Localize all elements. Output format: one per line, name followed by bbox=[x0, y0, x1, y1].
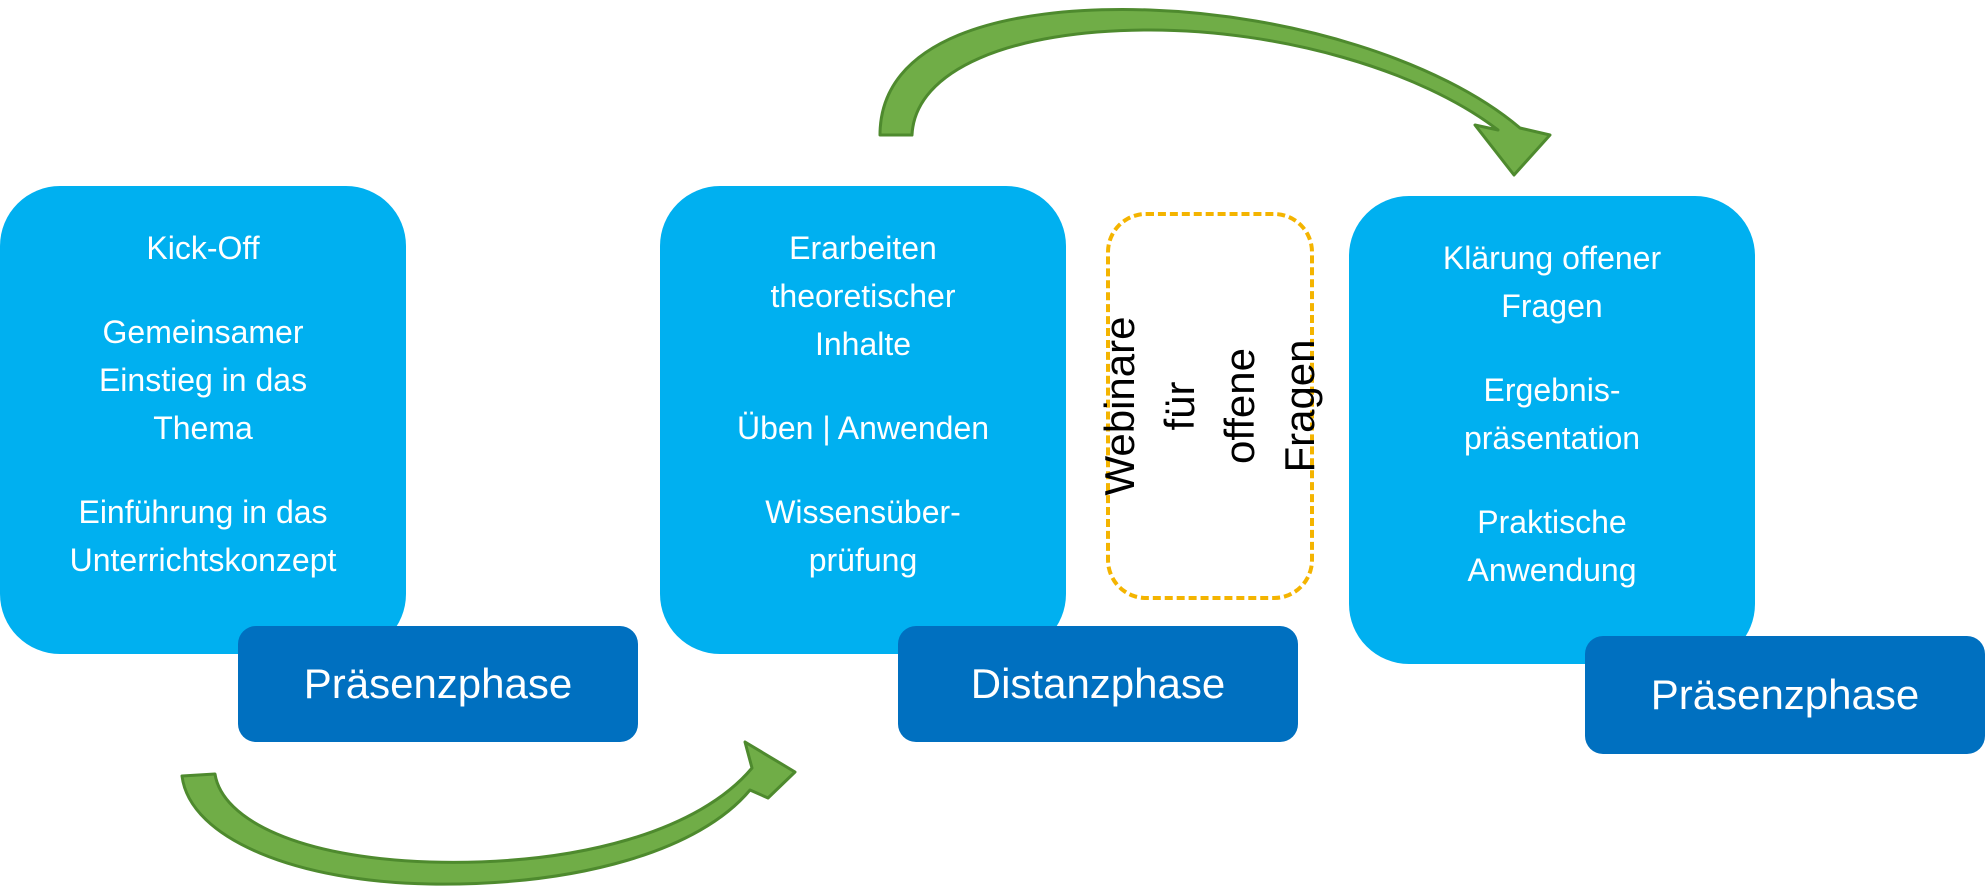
card-item: Klärung offener Fragen bbox=[1442, 240, 1662, 324]
card-item: Erarbeiten theoretischer Inhalte bbox=[770, 230, 956, 362]
content-card-praesenz-1: Kick-Off Gemeinsamer Einstieg in das The… bbox=[0, 186, 406, 654]
card-item: Praktische Anwendung bbox=[1467, 504, 1637, 588]
card-item: Wissensüber- prüfung bbox=[765, 494, 961, 578]
card-item: Einführung in das Unterrichtskonzept bbox=[69, 494, 337, 578]
card-item: Üben | Anwenden bbox=[736, 410, 990, 446]
card-item: Ergebnis- präsentation bbox=[1463, 372, 1641, 456]
phase-label-1: Präsenzphase bbox=[238, 626, 638, 742]
phase-label-2: Distanzphase bbox=[898, 626, 1298, 742]
content-card-praesenz-2: Klärung offener Fragen Ergebnis- präsent… bbox=[1349, 196, 1755, 664]
arrow-top bbox=[878, 8, 1552, 177]
webinar-dashed-box bbox=[1106, 212, 1314, 600]
phase-label-3: Präsenzphase bbox=[1585, 636, 1985, 754]
card-item: Gemeinsamer Einstieg in das Thema bbox=[98, 314, 308, 446]
webinar-label: Webinare für offene Fragen bbox=[1096, 316, 1323, 496]
webinar-label-wrap: Webinare für offene Fragen bbox=[1096, 212, 1323, 600]
card-item: Kick-Off bbox=[146, 230, 260, 266]
arrow-bottom bbox=[180, 740, 797, 886]
content-card-distanz: Erarbeiten theoretischer Inhalte Üben | … bbox=[660, 186, 1066, 654]
